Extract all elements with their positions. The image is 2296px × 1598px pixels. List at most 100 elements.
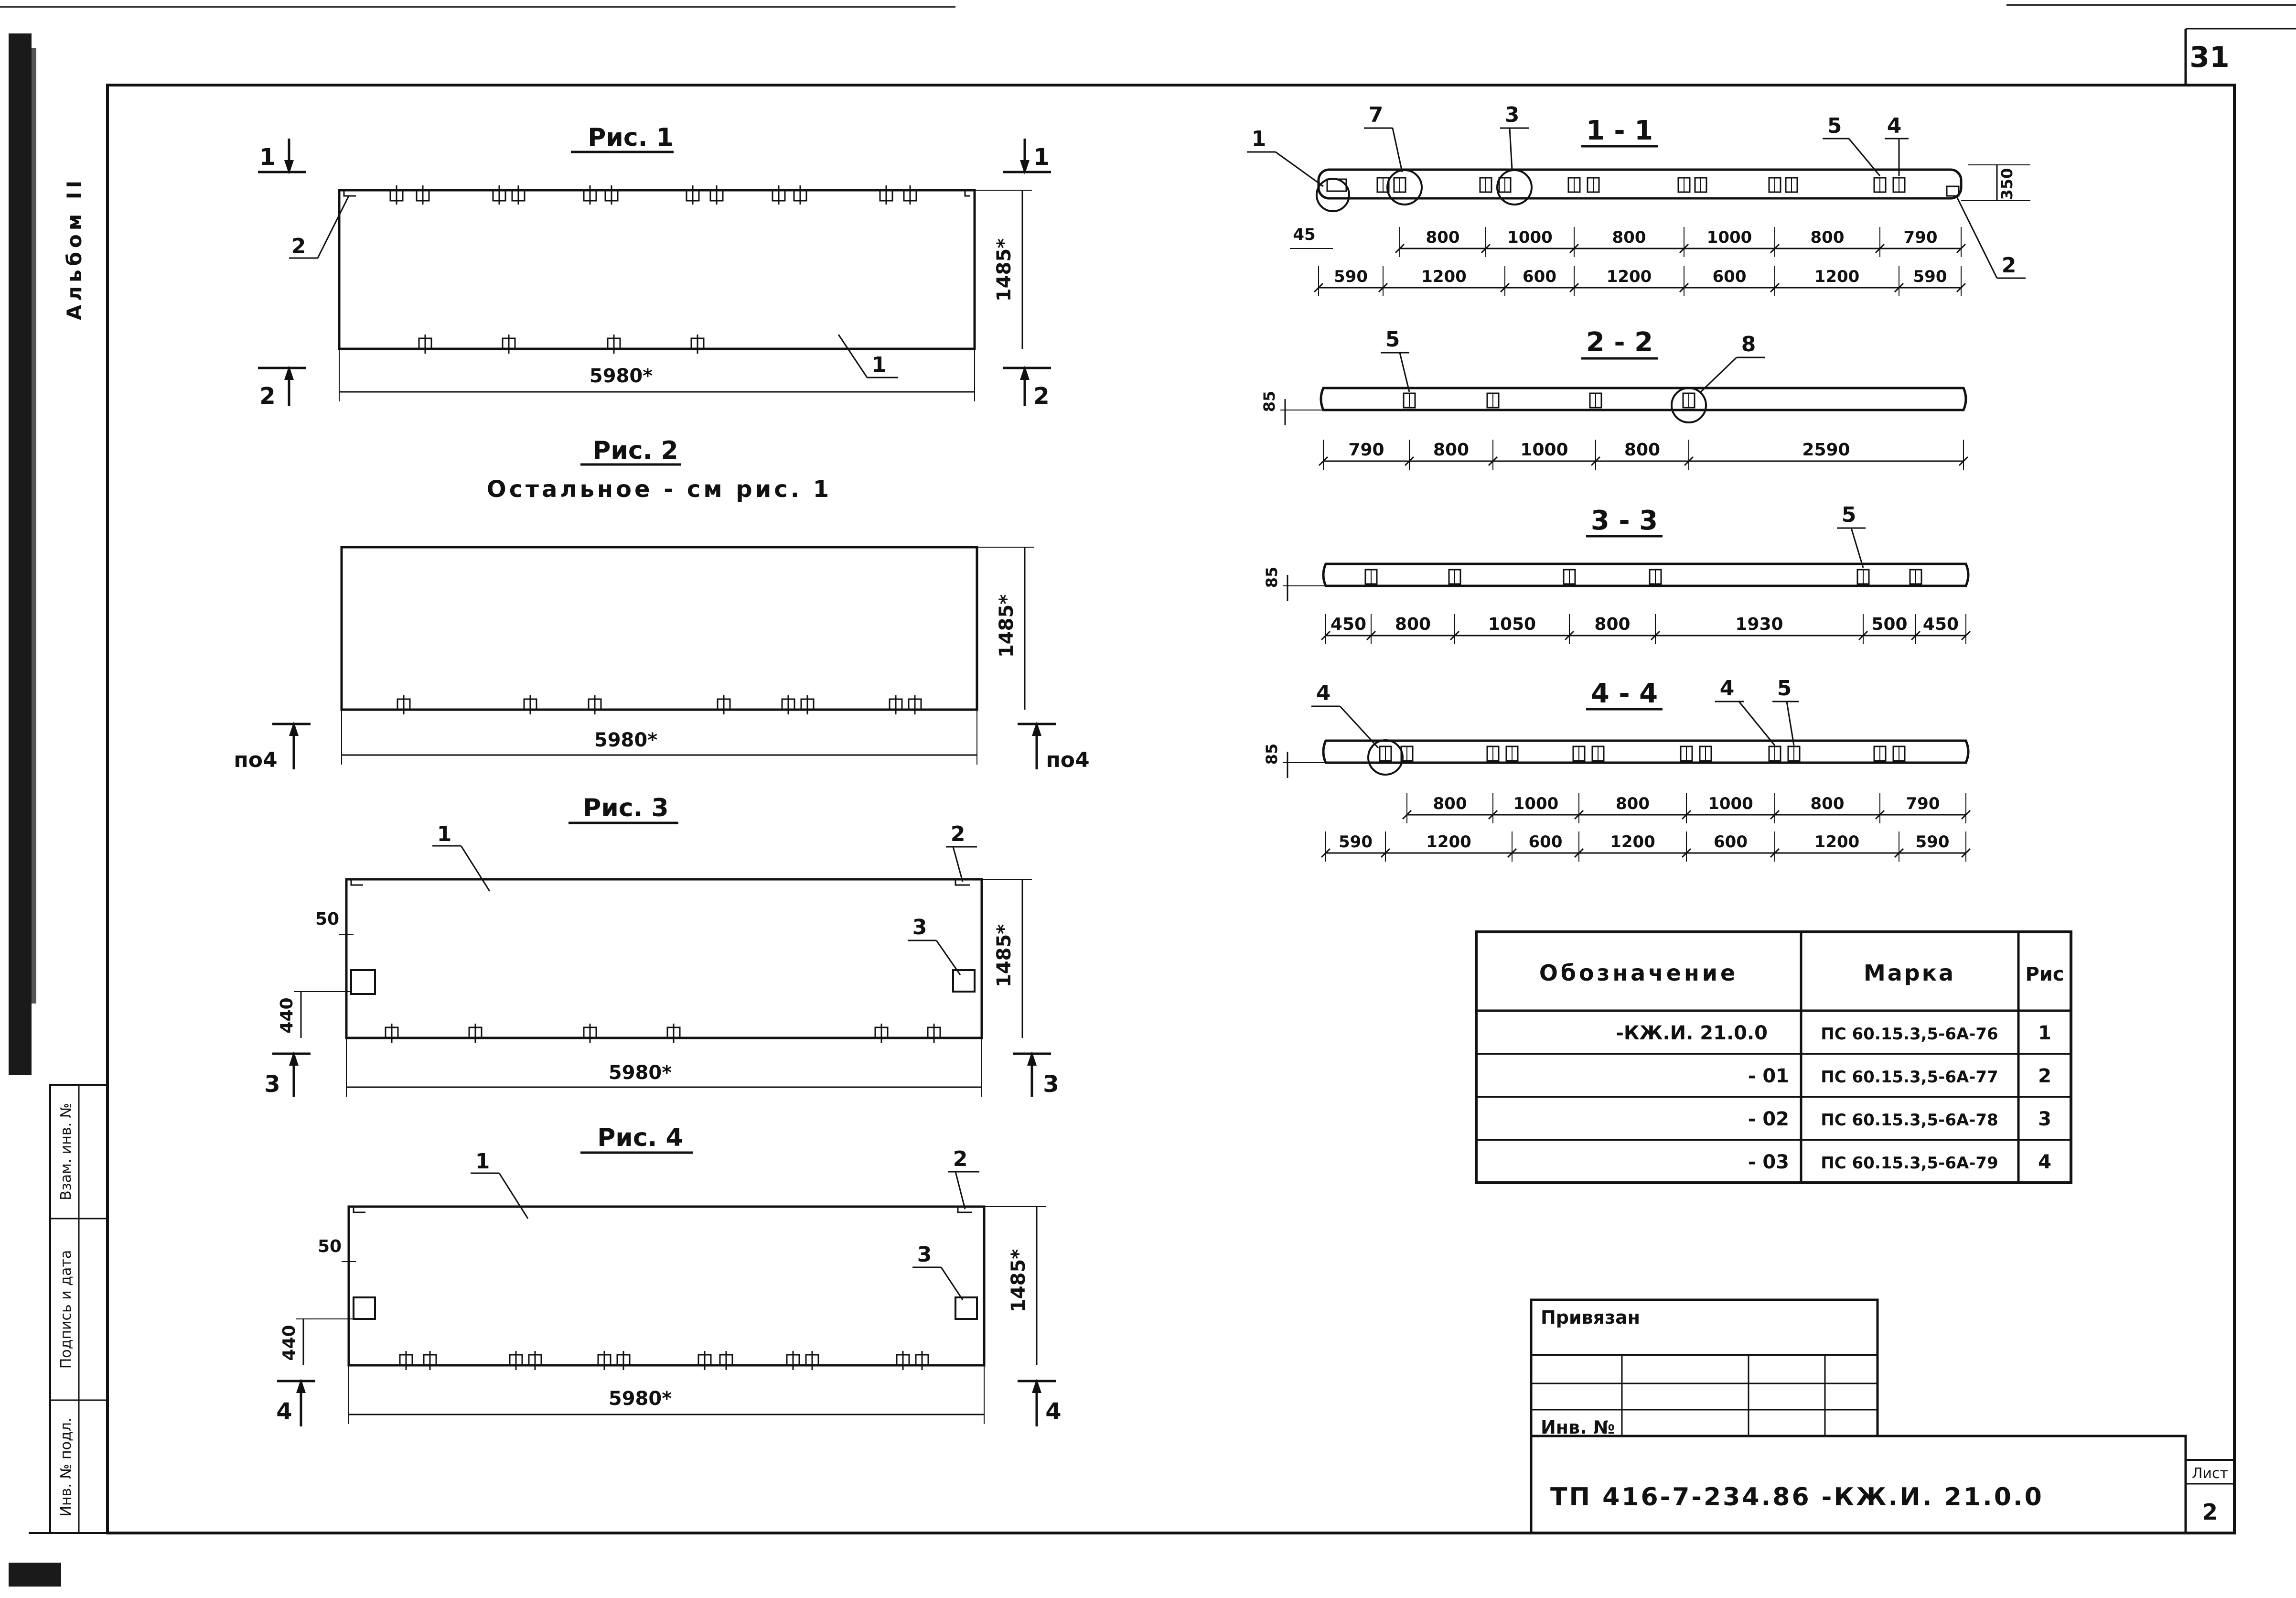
dimension-value: 790: [1348, 440, 1384, 460]
section-3-3-inserts: [1364, 569, 1922, 585]
embedded-part-symbol: [1479, 177, 1492, 193]
section-2-2-callout-5: 5: [1385, 327, 1400, 352]
figure-2: Рис. 2 Остальное - см рис. 1 5980* 1485*…: [234, 436, 1089, 772]
dimension-tick: [1770, 282, 1780, 293]
dimension-tick: [1770, 810, 1780, 820]
figure-4-callout-1: 1: [475, 1149, 490, 1174]
dimension-value: 790: [1904, 228, 1938, 247]
section-1-1-body: [1317, 168, 1963, 200]
dimension-value: 1000: [1707, 228, 1752, 247]
table-row-4-designation: - 03: [1748, 1151, 1789, 1173]
embedded-part-symbol: [879, 185, 893, 205]
dimension-tick: [1564, 630, 1575, 641]
figure-2-bottom-inserts: [397, 695, 922, 714]
section-1-1-callout-1: 1: [1252, 127, 1266, 151]
figure-4-offset-440: 440: [279, 1325, 299, 1360]
dimension-value: 800: [1395, 615, 1431, 634]
figure-4-panel: [347, 1205, 986, 1367]
dimension-value: 590: [1913, 267, 1947, 286]
dimension-tick: [1378, 282, 1388, 293]
figure-1-bottom-inserts: [418, 335, 705, 354]
embedded-part-symbol: [1587, 177, 1600, 193]
dimension-tick: [1569, 243, 1579, 254]
embedded-part-symbol: [1892, 177, 1906, 193]
embedded-part-symbol: [385, 1024, 399, 1043]
dimension-value: 1930: [1735, 615, 1783, 634]
dimension-value: 800: [1594, 615, 1630, 634]
embedded-part-symbol: [1589, 392, 1602, 409]
embedded-part-symbol: [697, 1351, 712, 1370]
figure-3-callout-1: 1: [437, 822, 452, 846]
dimension-value: 800: [1433, 794, 1467, 813]
figure-2-note: Остальное - см рис. 1: [487, 476, 832, 503]
section-3-3-body: [1322, 562, 1970, 587]
embedded-part-symbol: [915, 1351, 929, 1370]
embedded-part-symbol: [1873, 745, 1887, 762]
section-2-2-body: [1320, 387, 1967, 411]
figure-1-mark-1-right: 1: [1033, 144, 1049, 171]
table-header-fig: Рис: [2025, 963, 2064, 985]
embedded-part-symbol: [616, 1351, 631, 1370]
dimension-value: 600: [1523, 267, 1556, 286]
table-row-2-mark: ПС 60.15.3,5-6А-77: [1821, 1068, 1998, 1087]
dimension-tick: [1590, 456, 1601, 466]
dimension-value: 2590: [1802, 440, 1850, 460]
section-4-4-title: 4 - 4: [1591, 678, 1658, 709]
section-4-4-callout-5: 5: [1777, 676, 1792, 701]
title-block: Привязан Инв. № ТП 416-7-234.86 -КЖ.И. 2…: [1530, 1298, 2235, 1534]
embedded-part-symbol: [1768, 177, 1781, 193]
section-2-2-height: 85: [1260, 391, 1278, 412]
figure-4-mark-4-left: 4: [276, 1398, 292, 1425]
figure-2-height: 1485*: [996, 594, 1018, 658]
dimension-tick: [1956, 282, 1966, 293]
dimension-tick: [1858, 630, 1868, 641]
figure-2-mark-po4-left: по4: [234, 748, 277, 772]
dimension-tick: [1574, 848, 1584, 858]
embedded-part-symbol: [686, 185, 700, 205]
embedded-part-symbol: [583, 185, 597, 205]
dimension-value: 800: [1624, 440, 1660, 460]
embedded-part-symbol: [1680, 745, 1693, 762]
embedded-part-symbol: [889, 695, 903, 714]
embedded-part-symbol: [1448, 569, 1461, 585]
dimension-value: 1050: [1488, 615, 1536, 634]
album-label: Альбом II: [63, 177, 86, 320]
section-4-4-height: 85: [1263, 744, 1281, 765]
figure-3-embed-right: [952, 969, 976, 993]
figure-1-mark-2-left: 2: [259, 383, 275, 410]
dimension-value: 1000: [1520, 440, 1568, 460]
figure-3-length: 5980*: [609, 1062, 672, 1084]
embedded-part-symbol: [908, 695, 922, 714]
figure-2-title: Рис. 2: [592, 436, 678, 465]
dimension-tick: [1507, 848, 1517, 858]
section-3-3-title: 3 - 3: [1591, 505, 1658, 536]
embedded-part-symbol: [1591, 745, 1605, 762]
embedded-part-symbol: [418, 335, 432, 354]
title-block-inv-label: Инв. №: [1541, 1417, 1615, 1438]
dimension-tick: [1320, 630, 1331, 641]
embedded-part-symbol: [588, 695, 602, 714]
dimension-tick: [1894, 848, 1904, 858]
table-header-mark: Марка: [1864, 960, 1955, 986]
section-4-4-callout-4-right: 4: [1720, 676, 1735, 701]
embedded-part-symbol: [511, 185, 526, 205]
page-number: 31: [2189, 41, 2230, 74]
title-block-code: ТП 416-7-234.86 -КЖ.И. 21.0.0: [1550, 1483, 2044, 1512]
table-row-1-mark: ПС 60.15.3,5-6А-76: [1821, 1025, 1998, 1044]
embedded-part-symbol: [793, 185, 807, 205]
figure-3: Рис. 3 5980* 1485* 50 440 1 2 3 3: [264, 794, 1059, 1098]
dimension-value: 600: [1529, 832, 1563, 852]
section-1-1-callout-3: 3: [1505, 103, 1520, 127]
figure-1-mark-2-right: 2: [1033, 383, 1049, 410]
dimension-value: 800: [1811, 228, 1845, 247]
embedded-part-symbol: [800, 695, 815, 714]
dimension-value: 1200: [1607, 267, 1652, 286]
embedded-part-symbol: [1572, 745, 1586, 762]
figure-3-panel: [345, 878, 983, 1039]
embedded-part-symbol: [1403, 392, 1416, 409]
figure-2-panel: [340, 546, 978, 711]
